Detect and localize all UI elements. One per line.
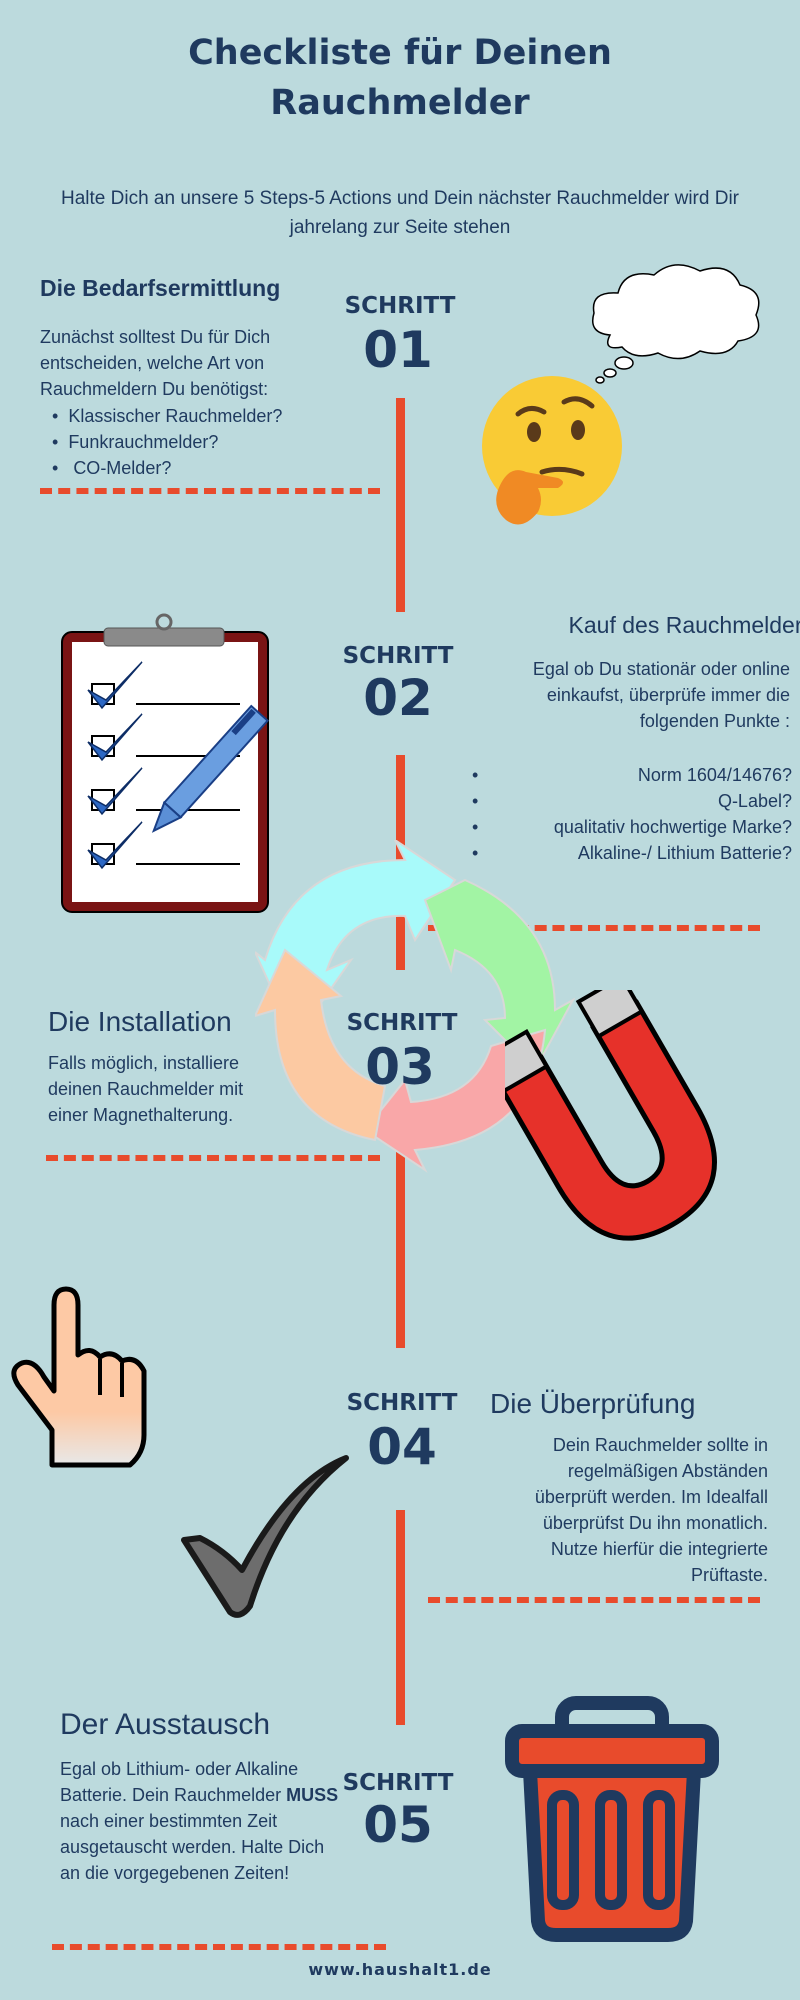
step-3-text: Falls möglich, installiere deinen Rauchm… bbox=[48, 1053, 244, 1125]
title-line-2: Rauchmelder bbox=[270, 83, 530, 123]
step-3-heading: Die Installation bbox=[48, 1006, 232, 1037]
step-5-label: SCHRITT bbox=[342, 1770, 454, 1796]
timeline-segment bbox=[396, 1110, 405, 1348]
step-4-text: Dein Rauchmelder sollte in regelmäßigen … bbox=[534, 1435, 768, 1585]
step-2-number: 02 bbox=[363, 669, 433, 727]
thought-bubble-icon bbox=[592, 264, 760, 384]
step-1-text: Zunächst solltest Du für Dich entscheide… bbox=[40, 327, 271, 399]
footer-url[interactable]: www.haushalt1.de bbox=[308, 1960, 492, 1979]
step-4-label: SCHRITT bbox=[346, 1390, 458, 1416]
list-item: •qualitativ hochwertige Marke? bbox=[472, 817, 792, 837]
clipboard-checklist-icon bbox=[61, 613, 270, 913]
thinking-face-icon bbox=[482, 376, 622, 525]
intro-text: Halte Dich an unsere 5 Steps-5 Actions u… bbox=[61, 188, 739, 238]
separator bbox=[40, 488, 380, 494]
list-item: • CO-Melder? bbox=[52, 458, 172, 478]
step-2-list: •Norm 1604/14676? •Q-Label? •qualitativ … bbox=[472, 762, 792, 866]
step-5-text: Egal ob Lithium- oder Alkaline Batterie.… bbox=[60, 1759, 339, 1883]
title-line-1: Checkliste für Deinen bbox=[188, 33, 612, 73]
separator bbox=[46, 1155, 380, 1161]
list-item: •Alkaline-/ Lithium Batterie? bbox=[472, 843, 792, 863]
step-4-heading: Die Überprüfung bbox=[490, 1388, 696, 1419]
step-1-heading: Die Bedarfsermittlung bbox=[40, 275, 281, 301]
separator bbox=[52, 1944, 386, 1950]
list-item: •Norm 1604/14676? bbox=[472, 765, 792, 785]
step-5-heading: Der Ausstausch bbox=[60, 1708, 271, 1741]
step-2-text: Egal ob Du stationär oder online einkauf… bbox=[532, 659, 790, 731]
timeline-segment bbox=[396, 1510, 405, 1725]
separator bbox=[428, 925, 760, 931]
step-2-label: SCHRITT bbox=[342, 643, 454, 669]
step-1-number: 01 bbox=[363, 321, 433, 379]
trash-can-icon bbox=[505, 1696, 719, 1942]
list-item: • Funkrauchmelder? bbox=[52, 432, 219, 452]
separator bbox=[428, 1597, 760, 1603]
timeline-segment bbox=[396, 398, 405, 612]
step-2-heading: Kauf des Rauchmelders bbox=[568, 612, 800, 638]
pointing-hand-icon bbox=[11, 1286, 147, 1468]
cycle-arrows-icon bbox=[255, 840, 575, 1173]
list-item: •Q-Label? bbox=[472, 791, 792, 811]
magnet-icon bbox=[505, 990, 717, 1241]
page-title: Checkliste für Deinen Rauchmelder bbox=[0, 28, 800, 128]
step-5-number: 05 bbox=[363, 1796, 433, 1854]
step-1-list: • Klassischer Rauchmelder? • Funkrauchme… bbox=[52, 403, 352, 481]
step-3-label: SCHRITT bbox=[346, 1010, 458, 1036]
step-1-label: SCHRITT bbox=[344, 293, 456, 319]
checkmark-icon bbox=[181, 1455, 349, 1618]
step-3-number: 03 bbox=[365, 1038, 435, 1096]
step-4-number: 04 bbox=[367, 1418, 437, 1476]
list-item: • Klassischer Rauchmelder? bbox=[52, 406, 283, 426]
